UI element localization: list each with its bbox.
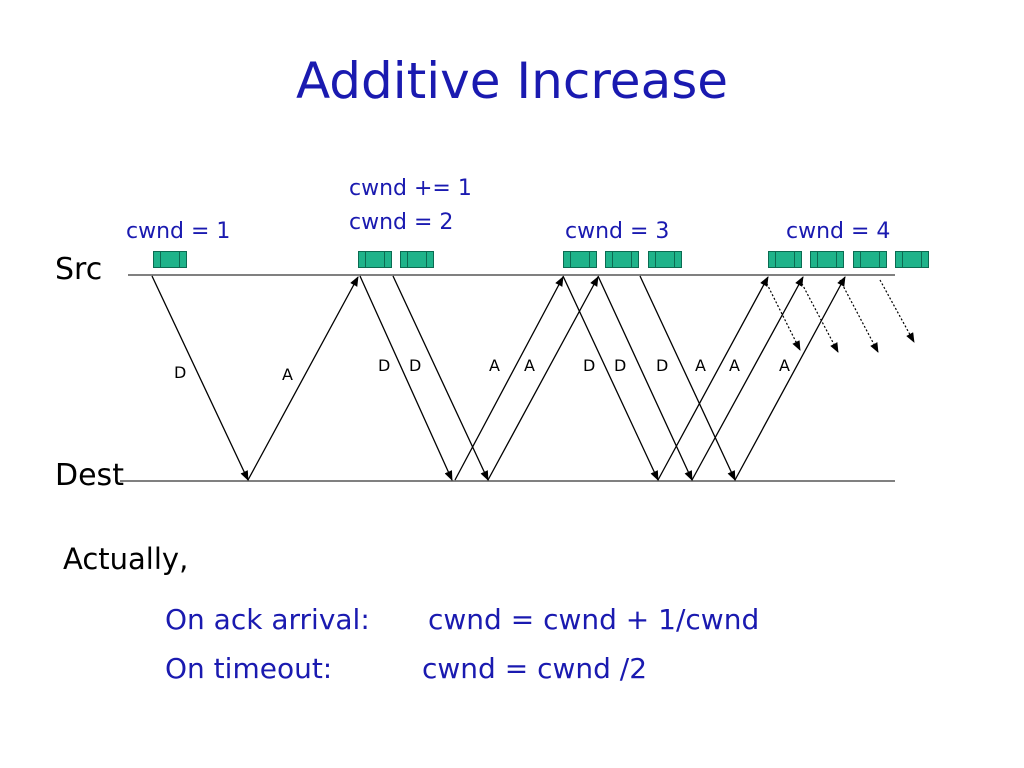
ack-rule-label: On ack arrival: [165,603,370,636]
data-arrow-dotted [839,279,879,353]
ack-arrow [691,276,804,481]
data-arrow-dotted [879,279,915,343]
data-arrow-dotted [799,279,839,353]
packet [605,251,639,268]
ack-arrow [454,276,564,481]
dest-label: Dest [55,458,124,493]
packet [153,251,187,268]
arrow-label-d: D [378,356,391,375]
packet [895,251,929,268]
arrow-label-d: D [174,363,187,382]
arrow-label-a: A [282,365,293,384]
packet [400,251,434,268]
data-arrow [359,275,453,481]
arrow-label-d: D [614,356,627,375]
timeout-rule-label: On timeout: [165,652,333,685]
data-arrow-dotted [764,279,801,351]
packet [358,251,392,268]
ack-arrow [487,276,599,481]
data-arrow [639,275,736,481]
cwnd-4-label: cwnd = 4 [786,219,891,244]
packet [853,251,887,268]
actually-text: Actually, [63,542,189,576]
packet [563,251,597,268]
packet [810,251,844,268]
cwnd-3-label: cwnd = 3 [565,219,670,244]
ack-arrow [657,276,769,481]
ack-rule-formula: cwnd = cwnd + 1/cwnd [428,603,760,636]
data-arrow [151,275,249,481]
slide-title: Additive Increase [295,52,729,110]
arrow-label-a: A [779,356,790,375]
src-label: Src [55,252,103,287]
arrow-label-a: A [489,356,500,375]
data-arrow [392,275,489,481]
arrow-label-d: D [656,356,669,375]
arrow-label-d: D [583,356,596,375]
packet [768,251,802,268]
data-arrow [562,275,659,481]
arrow-label-a: A [695,356,706,375]
ack-arrow [247,276,359,481]
cwnd-1-label: cwnd = 1 [126,219,231,244]
data-arrow [597,275,693,481]
packet [648,251,682,268]
cwnd-increment-label: cwnd += 1 [349,176,472,201]
timeout-rule-formula: cwnd = cwnd /2 [422,652,648,685]
ack-arrow [734,276,846,481]
arrow-label-a: A [524,356,535,375]
arrow-label-d: D [409,356,422,375]
cwnd-2-label: cwnd = 2 [349,210,454,235]
arrow-label-a: A [729,356,740,375]
